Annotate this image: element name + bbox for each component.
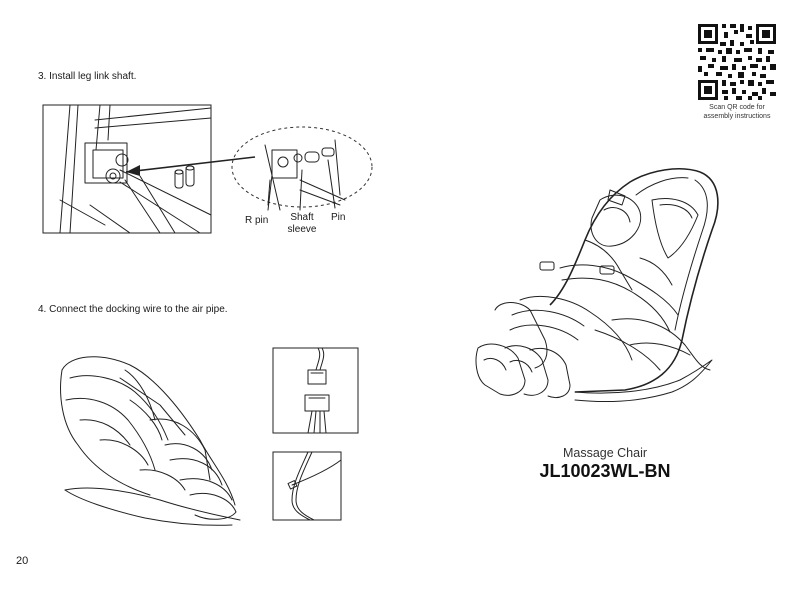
shaft-sleeve-label-line2: sleeve — [287, 224, 317, 235]
qr-caption-line1: Scan QR code for — [709, 104, 765, 111]
r-pin-label: R pin — [245, 215, 269, 226]
product-name: Massage Chair — [562, 446, 648, 460]
product-model: JL10023WL-BN — [539, 461, 671, 481]
shaft-sleeve-label: Shaft sleeve — [287, 212, 317, 236]
pin-label: Pin — [331, 212, 346, 223]
qr-caption: Scan QR code for assembly instructions — [690, 103, 784, 121]
page-number: 20 — [16, 555, 29, 567]
shaft-sleeve-label-line1: Shaft — [290, 212, 314, 223]
qr-caption-line2: assembly instructions — [703, 113, 771, 120]
step-3-instruction: 3. Install leg link shaft. — [38, 71, 137, 82]
step-4-instruction: 4. Connect the docking wire to the air p… — [38, 304, 228, 315]
